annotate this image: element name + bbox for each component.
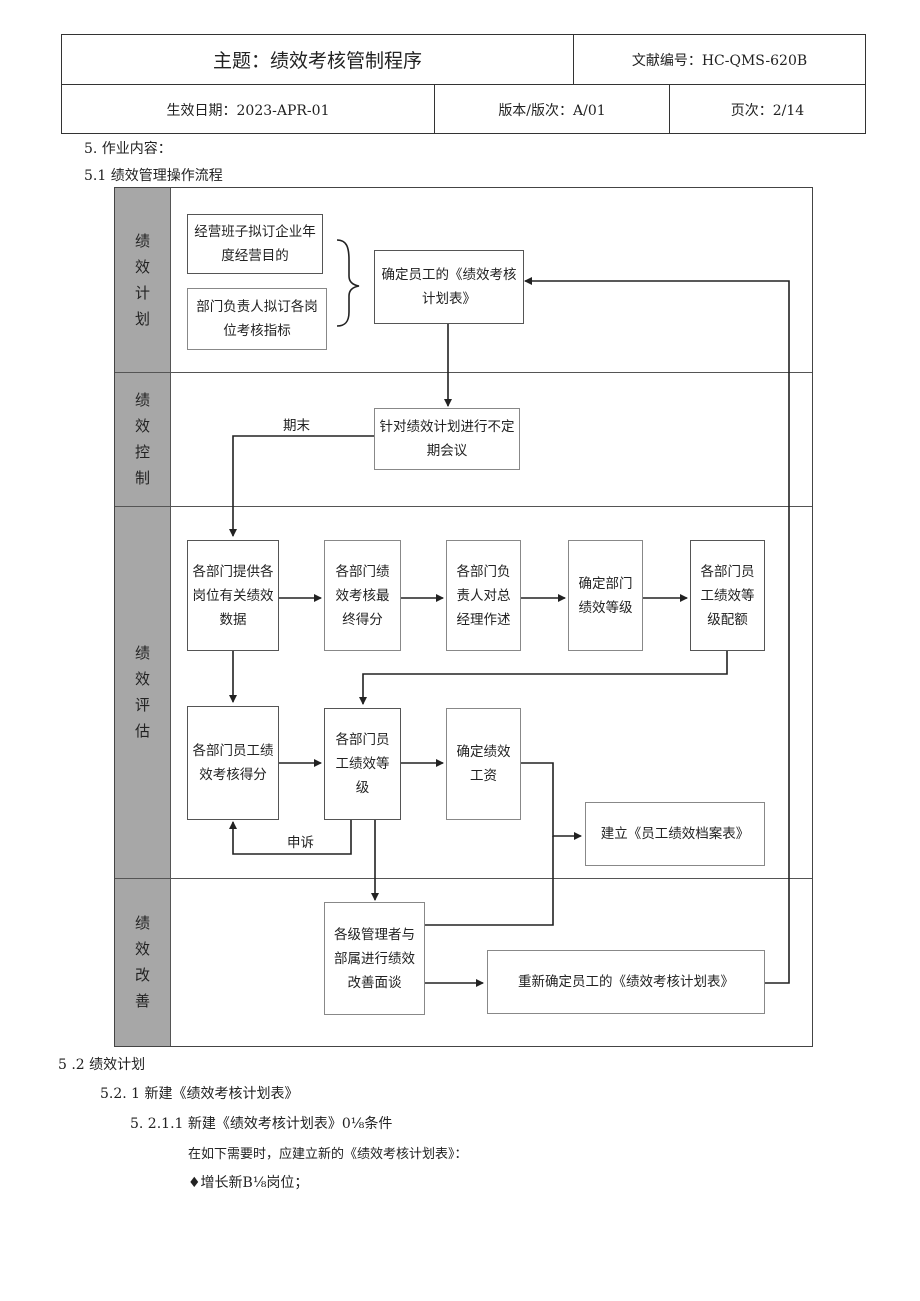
lane-divider	[115, 372, 812, 373]
box-annual-objectives: 经营班子拟订企业年度经营目的	[187, 214, 323, 274]
box-dept-grade: 确定部门绩效等级	[568, 540, 643, 651]
effective-date: 生效日期：2023-APR-01	[166, 102, 330, 119]
document-number: 文献编号：HC-QMS-620B	[573, 35, 865, 84]
box-employee-grade: 各部门员工绩效等级	[324, 708, 401, 820]
lane-label-control: 绩效控制	[115, 372, 171, 506]
box-grade-quota: 各部门员工绩效等级配额	[690, 540, 765, 651]
section-5-heading: 5. 作业内容：	[84, 141, 172, 157]
section-5-1-heading: 5.1 绩效管理操作流程	[84, 168, 223, 184]
section-5-2-heading: 5 .2 绩效计划	[58, 1057, 146, 1073]
label-period-end: 期末	[283, 418, 310, 434]
box-post-indicators: 部门负责人拟订各岗位考核指标	[187, 288, 327, 350]
lane-label-plan: 绩效计划	[115, 188, 171, 372]
lane-divider	[115, 878, 812, 879]
box-confirm-plan: 确定员工的《绩效考核计划表》	[374, 250, 524, 324]
lane-divider	[115, 506, 812, 507]
page-number: 页次：2/14	[669, 85, 865, 134]
section-5-2-1-1-heading: 5. 2.1.1 新建《绩效考核计划表》0⅛条件	[130, 1116, 393, 1132]
lane-label-eval: 绩效评估	[115, 506, 171, 878]
label-appeal: 申诉	[287, 835, 314, 851]
box-reconfirm-plan: 重新确定员工的《绩效考核计划表》	[487, 950, 765, 1014]
lane-label-improve: 绩效改善	[115, 878, 171, 1046]
box-irregular-meeting: 针对绩效计划进行不定期会议	[374, 408, 520, 470]
bullet-item: ♦增长新B⅛岗位；	[188, 1175, 309, 1191]
box-dept-final-score: 各部门绩效考核最终得分	[324, 540, 401, 651]
box-employee-score: 各部门员工绩效考核得分	[187, 706, 279, 820]
box-provide-data: 各部门提供各岗位有关绩效数据	[187, 540, 279, 651]
section-5-2-1-heading: 5.2. 1 新建《绩效考核计划表》	[100, 1086, 299, 1102]
box-report-to-gm: 各部门负责人对总经理作述	[446, 540, 521, 651]
flow-connectors	[229, 239, 790, 987]
box-improvement-interview: 各级管理者与部属进行绩效改善面谈	[324, 902, 425, 1015]
header-row-2: 生效日期：2023-APR-01 版本/版次：A/01 页次：2/14	[62, 85, 865, 134]
document-header: 主题：绩效考核管制程序 文献编号：HC-QMS-620B 生效日期：2023-A…	[61, 34, 866, 134]
header-row-1: 主题：绩效考核管制程序 文献编号：HC-QMS-620B	[62, 35, 865, 85]
box-archive-table: 建立《员工绩效档案表》	[585, 802, 765, 866]
box-performance-pay: 确定绩效工资	[446, 708, 521, 820]
paragraph: 在如下需要时，应建立新的《绩效考核计划表》：	[188, 1147, 468, 1162]
version: 版本/版次：A/01	[434, 85, 669, 134]
performance-flowchart: 绩效计划 绩效控制 绩效评估 绩效改善	[114, 187, 813, 1047]
document-title: 主题：绩效考核管制程序	[212, 50, 422, 72]
